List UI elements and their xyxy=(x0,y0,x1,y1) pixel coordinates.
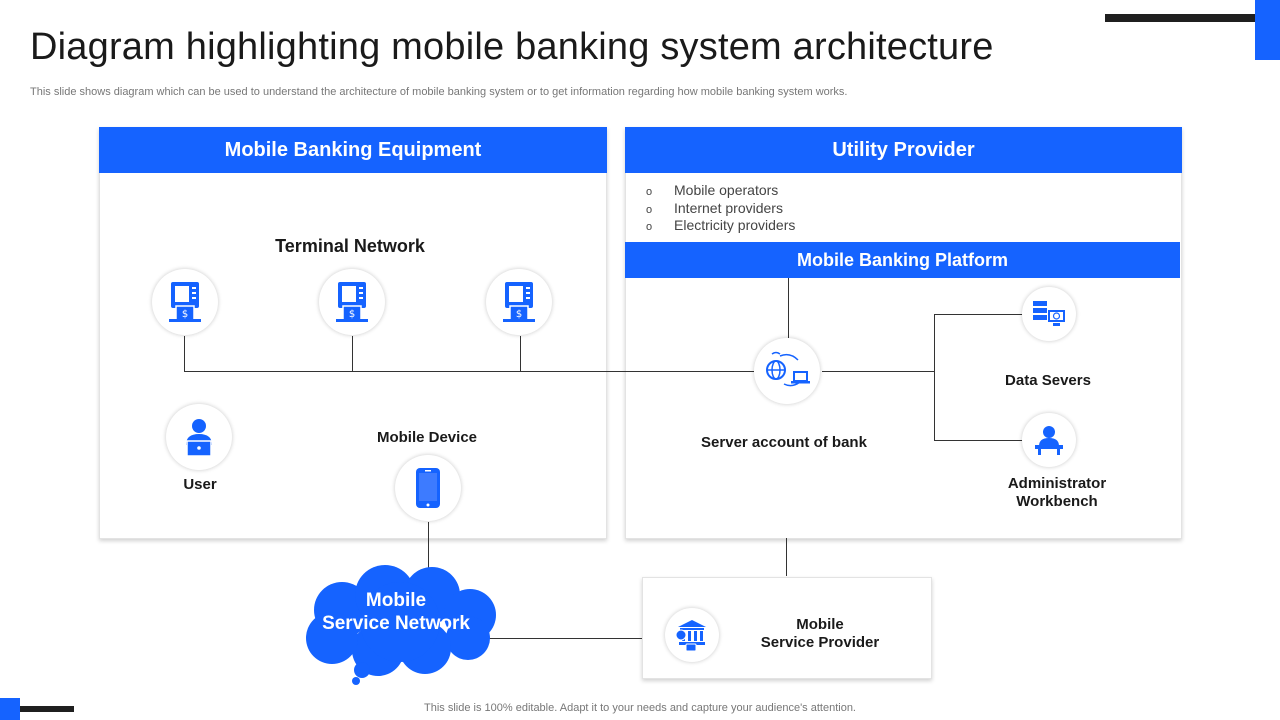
data-server-icon xyxy=(1033,301,1065,326)
bank-building-icon xyxy=(675,620,706,651)
connector-line xyxy=(822,371,934,372)
user-icon xyxy=(186,419,212,457)
terminal-network-title: Terminal Network xyxy=(275,236,425,256)
utility-header: Utility Provider xyxy=(625,127,1182,173)
connector-line xyxy=(934,314,1024,315)
service-provider-node xyxy=(665,608,719,662)
data-servers-label: Data Severs xyxy=(1005,372,1091,389)
page-footer: This slide is 100% editable. Adapt it to… xyxy=(424,702,856,714)
atm-node: $ xyxy=(486,269,552,335)
atm-icon: $ xyxy=(503,282,535,322)
connector-line xyxy=(934,440,1024,441)
atm-node: $ xyxy=(152,269,218,335)
smartphone-icon xyxy=(416,468,440,508)
connector-line xyxy=(352,336,353,372)
connector-line xyxy=(184,371,754,372)
user-label: User xyxy=(183,476,217,493)
administrator-icon xyxy=(1035,426,1063,455)
user-node xyxy=(166,404,232,470)
connector-line xyxy=(480,638,642,639)
cloud-shape xyxy=(306,565,496,685)
connector-line xyxy=(428,522,429,568)
connector-line xyxy=(934,314,935,440)
atm-icon: $ xyxy=(336,282,368,322)
top-right-accent-block xyxy=(1255,0,1280,60)
equipment-header: Mobile Banking Equipment xyxy=(99,127,607,173)
utility-panel xyxy=(625,127,1182,539)
connector-line xyxy=(788,278,789,338)
admin-workbench-node xyxy=(1022,413,1076,467)
platform-header: Mobile Banking Platform xyxy=(625,242,1180,278)
bullet-icon: o xyxy=(646,186,653,198)
bank-server-node xyxy=(754,338,820,404)
mobile-device-node xyxy=(395,455,461,521)
page-subtitle: This slide shows diagram which can be us… xyxy=(30,86,848,98)
top-right-accent-bar xyxy=(1105,14,1255,22)
server-label: Server account of bank xyxy=(701,434,867,451)
svg-text:$: $ xyxy=(349,309,355,320)
atm-icon: $ xyxy=(169,282,201,322)
svg-text:$: $ xyxy=(182,309,188,320)
bottom-left-accent-bar xyxy=(20,706,74,712)
service-provider-label: Mobile Service Provider xyxy=(760,616,880,651)
atm-node: $ xyxy=(319,269,385,335)
data-servers-node xyxy=(1022,287,1076,341)
connector-line xyxy=(520,336,521,372)
admin-workbench-label: Administrator Workbench xyxy=(1007,475,1107,510)
bullet-icon: o xyxy=(646,221,653,233)
bottom-left-accent-block xyxy=(0,698,20,720)
global-network-icon xyxy=(766,351,810,387)
page-title: Diagram highlighting mobile banking syst… xyxy=(30,26,994,68)
bullet-icon: o xyxy=(646,203,653,216)
connector-line xyxy=(184,336,185,372)
svg-text:$: $ xyxy=(516,309,522,320)
mobile-device-label: Mobile Device xyxy=(376,429,478,446)
mobile-service-network-label: Mobile Service Network xyxy=(322,590,470,634)
connector-line xyxy=(786,538,787,576)
